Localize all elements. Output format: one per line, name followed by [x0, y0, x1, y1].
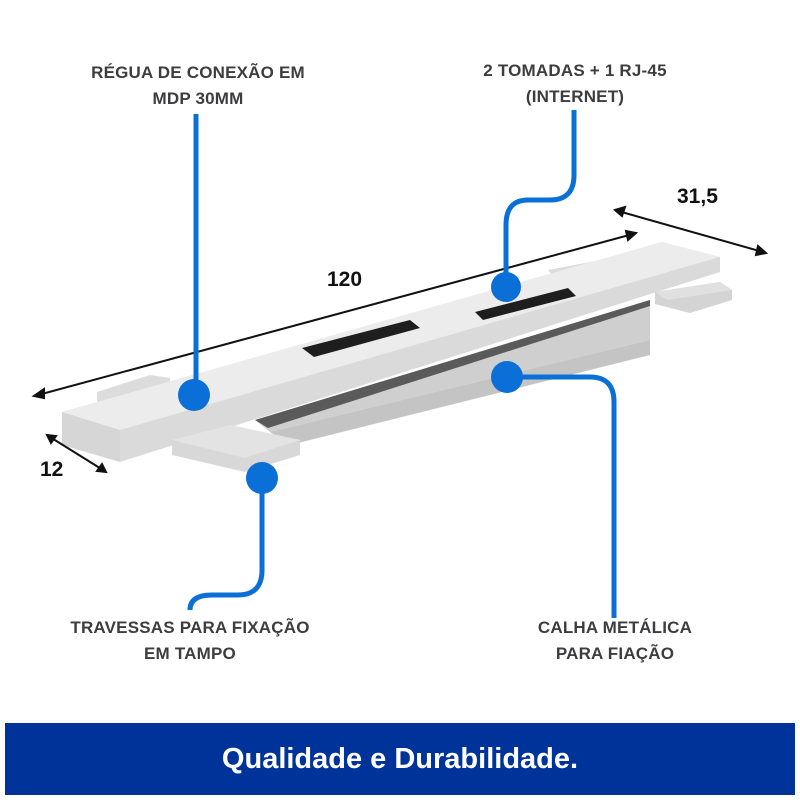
- depth-dimension-line: [617, 210, 764, 253]
- leader-tomadas: [503, 110, 577, 285]
- callout-calha-line2: PARA FIAÇÃO: [555, 644, 675, 663]
- dimension-length: 120: [327, 268, 363, 291]
- callout-regua: RÉGUA DE CONEXÃO EM MDP 30MM: [58, 60, 338, 112]
- dimension-width: 12: [40, 458, 64, 481]
- banner-text: Qualidade e Durabilidade.: [221, 742, 579, 775]
- callout-regua-line1: RÉGUA DE CONEXÃO EM: [91, 63, 305, 82]
- callout-tomadas: 2 TOMADAS + 1 RJ-45 (INTERNET): [450, 58, 700, 110]
- callout-dot-tomadas: [491, 272, 521, 302]
- callout-travessas: TRAVESSAS PARA FIXAÇÃO EM TAMPO: [40, 615, 340, 667]
- leader-travessas: [187, 478, 265, 611]
- callout-tomadas-line1: 2 TOMADAS + 1 RJ-45: [483, 61, 667, 80]
- callout-calha: CALHA METÁLICA PARA FIAÇÃO: [510, 615, 720, 667]
- footer-banner: Qualidade e Durabilidade.: [5, 723, 795, 795]
- callout-dot-calha: [491, 361, 523, 393]
- length-dimension-line: [37, 233, 634, 396]
- dimension-depth: 31,5: [677, 185, 718, 208]
- socket-panel-right: [475, 288, 576, 320]
- callout-dot-regua: [178, 379, 210, 411]
- leader-calha: [507, 374, 617, 618]
- socket-panel-left: [302, 320, 420, 357]
- callout-tomadas-line2: (INTERNET): [525, 87, 625, 106]
- callout-regua-line2: MDP 30MM: [152, 89, 244, 108]
- callout-travessas-line2: EM TAMPO: [144, 644, 236, 663]
- callout-dot-travessas: [246, 462, 278, 494]
- callout-calha-line1: CALHA METÁLICA: [537, 618, 693, 637]
- callout-travessas-line1: TRAVESSAS PARA FIXAÇÃO: [70, 618, 310, 637]
- width-dimension-line: [49, 436, 104, 471]
